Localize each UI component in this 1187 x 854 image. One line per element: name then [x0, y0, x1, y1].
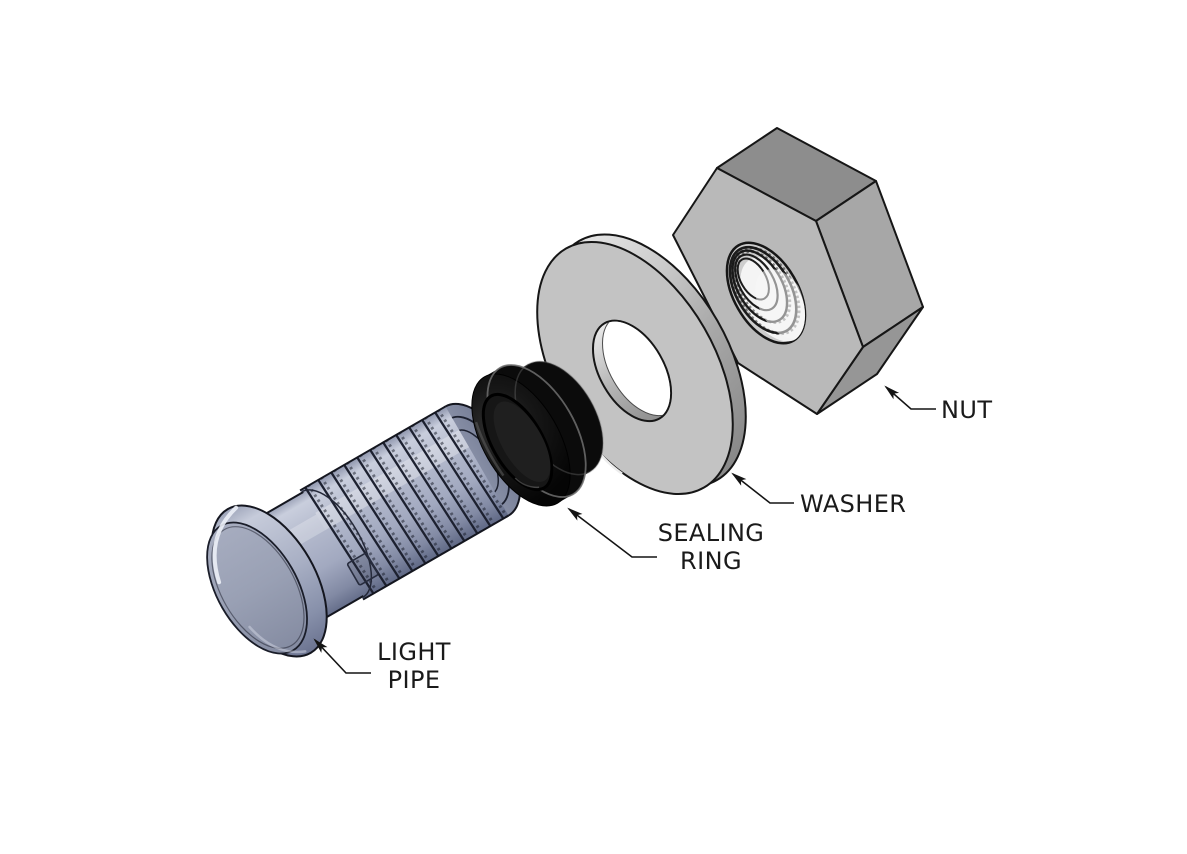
label-line: NUT [941, 396, 993, 424]
nut-leader-line [884, 385, 936, 410]
nut-part [672, 127, 924, 415]
label-line: SEALING [657, 519, 765, 547]
label-line: LIGHT [377, 638, 451, 666]
ring-flange-highlight [474, 421, 505, 477]
dome-face-inner-edge [211, 526, 305, 649]
sealing-ring-label: SEALING RING [645, 519, 777, 575]
washer-label: WASHER [800, 490, 906, 518]
thread-start-edge [301, 489, 373, 598]
body-silhouette-edge [299, 405, 447, 492]
label-line: RING [680, 547, 742, 575]
body-silhouette-edge [362, 514, 510, 601]
nut-label: NUT [941, 396, 992, 424]
flange-highlight [212, 505, 239, 585]
nut-threaded-hole [725, 241, 811, 345]
light-pipe-leader-line [313, 638, 371, 674]
light-pipe-label: LIGHT PIPE [355, 638, 473, 694]
sealing-ring-part [471, 360, 604, 507]
ring-hole-depth [493, 401, 551, 482]
label-line: PIPE [387, 666, 441, 694]
leader-lines [313, 385, 936, 674]
washer-leader-line [731, 472, 794, 504]
flange-highlight [248, 625, 307, 654]
light-pipe-notch [346, 552, 379, 586]
label-line: WASHER [800, 490, 907, 518]
ring-hole-inner-highlight [514, 477, 540, 489]
sealing-ring-leader-line [567, 507, 657, 558]
